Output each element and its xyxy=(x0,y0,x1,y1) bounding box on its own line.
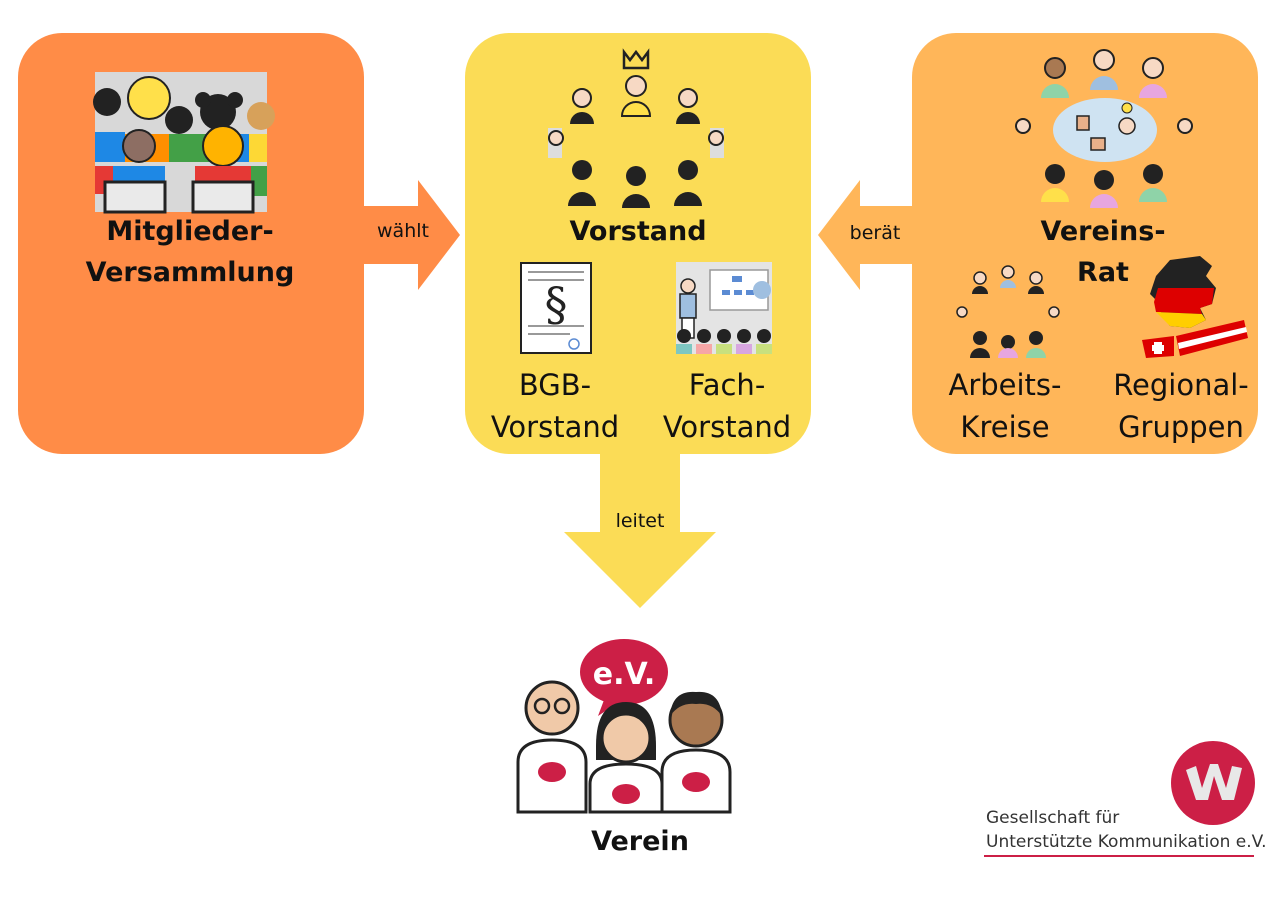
svg-text:§: § xyxy=(545,277,568,331)
mitglieder-title-line1: Mitglieder- xyxy=(106,216,274,247)
fach-vorstand-line2: Vorstand xyxy=(662,410,792,444)
verein-title: Verein xyxy=(591,826,689,857)
vereinsrat-title-line1: Vereins- xyxy=(1040,216,1166,247)
mitglieder-title-line2: Versammlung xyxy=(85,257,295,288)
working-groups-icon xyxy=(956,265,1060,358)
law-paragraph-icon: § xyxy=(520,262,592,354)
bgb-vorstand-line2: Vorstand xyxy=(490,410,620,444)
vereinsrat-title-line2: Rat xyxy=(1077,257,1129,288)
board-circle-icon xyxy=(548,48,724,208)
arrow-label-leitet: leitet xyxy=(615,510,665,532)
council-discussion-icon xyxy=(1015,49,1193,208)
arbeitskreise-line1: Arbeits- xyxy=(948,368,1062,402)
arrow-label-waehlt: wählt xyxy=(377,220,429,242)
presentation-icon xyxy=(676,262,772,354)
arrow-leitet xyxy=(564,450,716,608)
logo-line2: Unterstützte Kommunikation e.V. xyxy=(986,832,1267,852)
guk-logo-icon xyxy=(1171,741,1255,825)
arrow-waehlt xyxy=(364,180,460,290)
logo-line1: Gesellschaft für xyxy=(986,808,1120,828)
dach-map-icon xyxy=(1142,256,1248,358)
arrow-label-beraet: berät xyxy=(849,222,901,244)
ev-badge-text: e.V. xyxy=(593,657,656,692)
regionalgruppen-line2: Gruppen xyxy=(1118,410,1244,444)
logo-underline xyxy=(984,855,1254,857)
verein-people-icon: e.V. xyxy=(516,639,732,814)
fach-vorstand-line1: Fach- xyxy=(688,368,766,402)
arrow-beraet xyxy=(818,180,912,290)
regionalgruppen-line1: Regional- xyxy=(1113,368,1249,402)
vorstand-title: Vorstand xyxy=(569,216,707,247)
bgb-vorstand-line1: BGB- xyxy=(518,368,592,402)
audience-icon xyxy=(93,72,275,214)
arbeitskreise-line2: Kreise xyxy=(960,410,1050,444)
